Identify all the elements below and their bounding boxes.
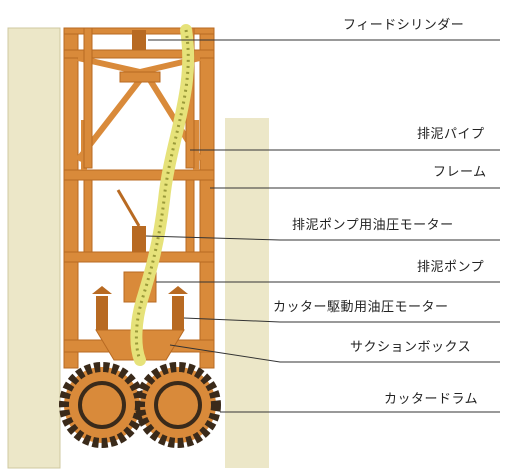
label-cutter-drum: カッタードラム (384, 392, 479, 407)
leader-lines (145, 39, 500, 413)
label-suction-box: サクションボックス (350, 340, 472, 355)
feed-cylinder (132, 30, 146, 50)
discharge-pipe-hatch (134, 29, 190, 361)
pump-motor (132, 226, 146, 252)
label-cutter-hydraulic-motor: カッター駆動用油圧モーター (273, 300, 449, 315)
trench-wall-left (7, 27, 61, 469)
label-discharge-pipe: 排泥パイプ (417, 127, 485, 142)
cutter-motors (92, 286, 188, 330)
cutter-drum-left (59, 362, 145, 448)
cutter-drum-right (135, 362, 221, 448)
ground-left (8, 28, 60, 468)
label-pump-hydraulic-motor: 排泥ポンプ用油圧モーター (292, 218, 454, 233)
label-discharge-pump: 排泥ポンプ (417, 260, 485, 275)
motor-rod (116, 189, 141, 227)
ground-right (225, 118, 269, 468)
label-feed-cylinder: フィードシリンダー (343, 18, 465, 33)
label-frame: フレーム (433, 165, 487, 180)
